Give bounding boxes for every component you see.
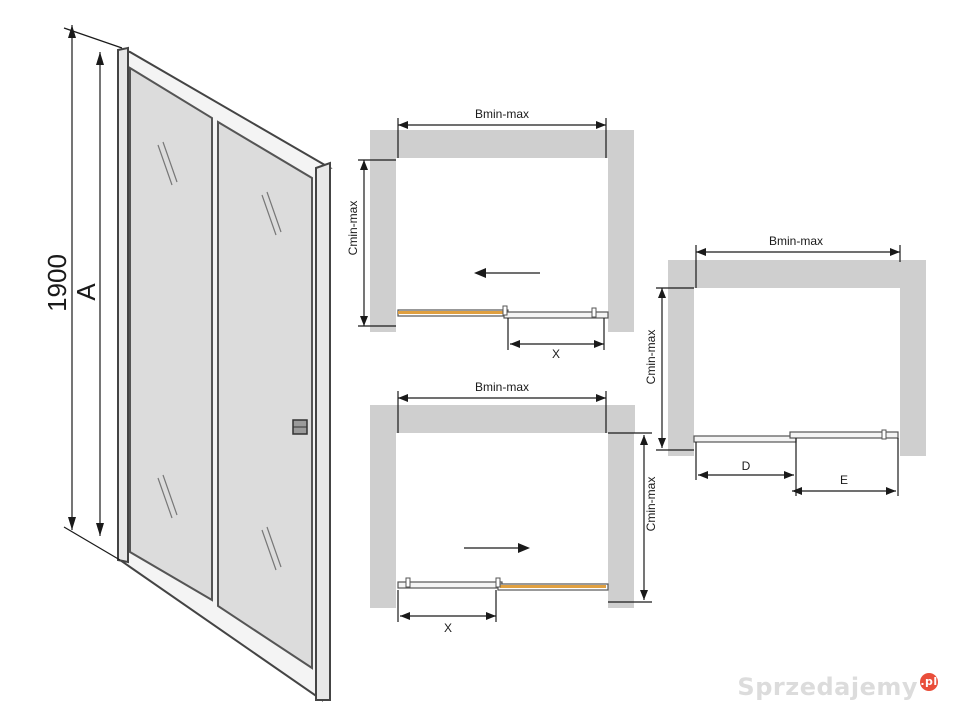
wall-back — [370, 405, 635, 433]
wall-profile-left — [117, 46, 129, 564]
slide-right-arrow-icon — [464, 543, 530, 553]
a-label: A — [71, 283, 101, 301]
watermark-text: Sprzedajemy — [737, 673, 918, 701]
wall-back — [668, 260, 926, 288]
height-label: 1900 — [42, 254, 72, 312]
d-label: D — [742, 459, 751, 473]
width-label: Bmin-max — [475, 107, 529, 121]
fixed-panel — [397, 581, 503, 589]
sliding-panel-accent — [398, 311, 506, 314]
depth-label: Cmin-max — [644, 477, 658, 532]
wall-left — [370, 405, 396, 608]
sliding-panel — [789, 431, 899, 439]
plan-bottom-left: Bmin-max Cmin-max X — [370, 380, 658, 635]
wall-left — [370, 130, 396, 332]
plan-top-left: Bmin-max Cmin-max X — [346, 107, 634, 361]
fixed-panel — [693, 435, 797, 443]
door-handle — [292, 419, 308, 435]
depth-label: Cmin-max — [346, 201, 360, 256]
slide-left-arrow-icon — [474, 268, 540, 278]
depth-label: Cmin-max — [644, 330, 658, 385]
wall-profile-right — [315, 161, 331, 701]
glass-panel-left — [129, 66, 213, 602]
wall-left — [668, 260, 694, 456]
wall-right — [608, 130, 634, 332]
wall-right — [608, 405, 634, 608]
x-label: X — [444, 621, 452, 635]
e-label: E — [840, 473, 848, 487]
glass-reflection-marks — [157, 141, 282, 571]
plan-right: Bmin-max Cmin-max D E — [644, 234, 926, 496]
height-dimension-a: A — [71, 52, 104, 536]
watermark: Sprzedajemy.pl — [737, 673, 938, 701]
width-label: Bmin-max — [475, 380, 529, 394]
sliding-panel-accent — [500, 585, 606, 588]
x-label: X — [552, 347, 560, 361]
glass-panel-right — [217, 120, 313, 670]
width-label: Bmin-max — [769, 234, 823, 248]
watermark-badge: .pl — [920, 673, 938, 691]
door-side-view: 1900 A — [42, 25, 333, 702]
wall-back — [370, 130, 610, 158]
wall-right — [900, 260, 926, 456]
height-dimension-1900: 1900 — [42, 25, 123, 561]
